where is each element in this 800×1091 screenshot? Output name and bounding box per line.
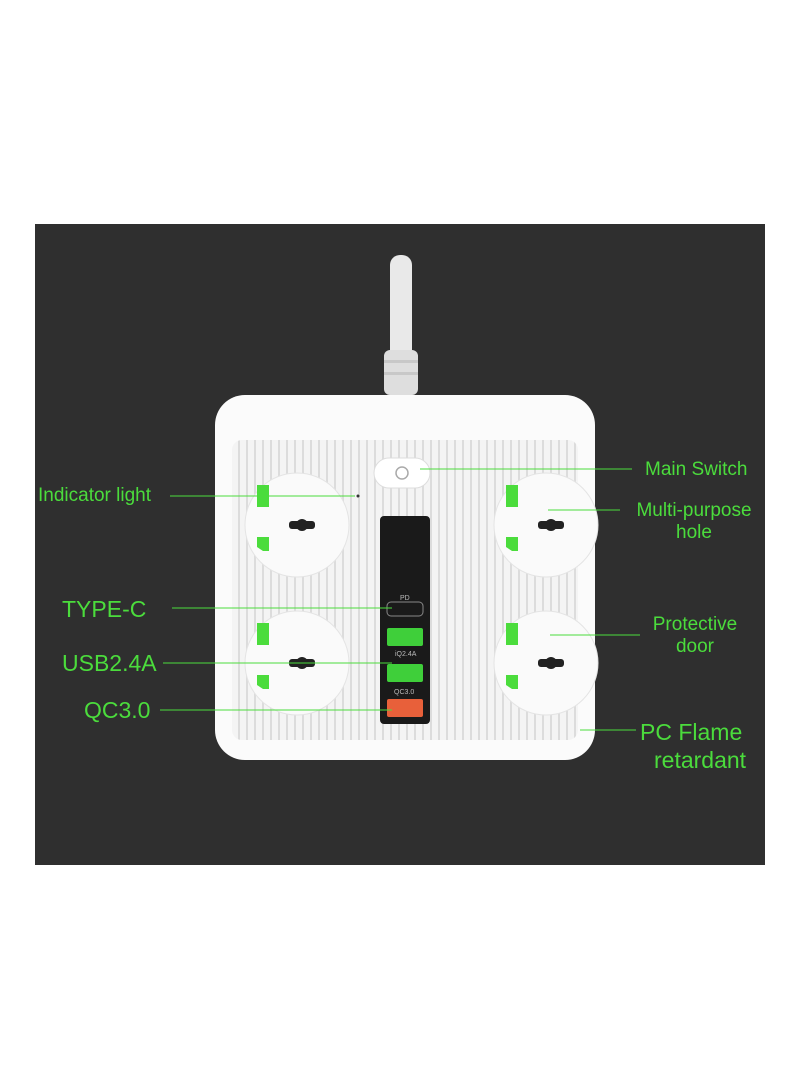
protective-door: [506, 623, 518, 645]
label-line: PC Flame: [640, 719, 743, 745]
indicator-light: [356, 494, 360, 498]
main-switch-button[interactable]: [373, 457, 431, 489]
pd-port-label: PD: [400, 595, 410, 602]
type-c-port[interactable]: [386, 601, 424, 617]
label-line: hole: [676, 522, 712, 543]
multi-purpose-hole: [545, 657, 557, 669]
universal-socket: [493, 610, 599, 716]
label-main-switch: Main Switch: [645, 459, 748, 480]
sockets: [244, 472, 599, 716]
callout-lines: [160, 468, 640, 731]
protective-door: [506, 485, 518, 507]
label-type-c: TYPE-C: [62, 596, 147, 622]
multi-purpose-hole: [296, 519, 308, 531]
label-line: Protective: [652, 614, 738, 635]
universal-socket: [493, 472, 599, 578]
protective-door: [257, 675, 269, 689]
label-qc: QC3.0: [84, 697, 151, 723]
qc-port-label: QC3.0: [394, 689, 415, 696]
protective-door: [257, 537, 269, 551]
power-cable: [384, 255, 418, 395]
usb-port-2[interactable]: [387, 664, 423, 682]
label-pc-flame-retardant: PC Flame retardant: [640, 718, 746, 774]
label-line: Multi-purpose: [636, 500, 752, 521]
label-protective-door: Protective door: [640, 614, 750, 658]
protective-door: [257, 623, 269, 645]
iq-port-label: iQ2.4A: [395, 651, 417, 658]
label-usb: USB2.4A: [62, 650, 157, 676]
label-line: retardant: [654, 747, 747, 773]
label-line: door: [675, 636, 715, 657]
usb-port-1[interactable]: [387, 628, 423, 646]
qc-port[interactable]: [387, 699, 423, 717]
label-indicator-light: Indicator light: [38, 485, 152, 506]
protective-door: [506, 675, 518, 689]
universal-socket: [244, 472, 350, 578]
power-icon: [395, 466, 409, 480]
multi-purpose-hole: [545, 519, 557, 531]
label-multi-purpose-hole: Multi-purpose hole: [626, 500, 762, 544]
protective-door: [506, 537, 518, 551]
